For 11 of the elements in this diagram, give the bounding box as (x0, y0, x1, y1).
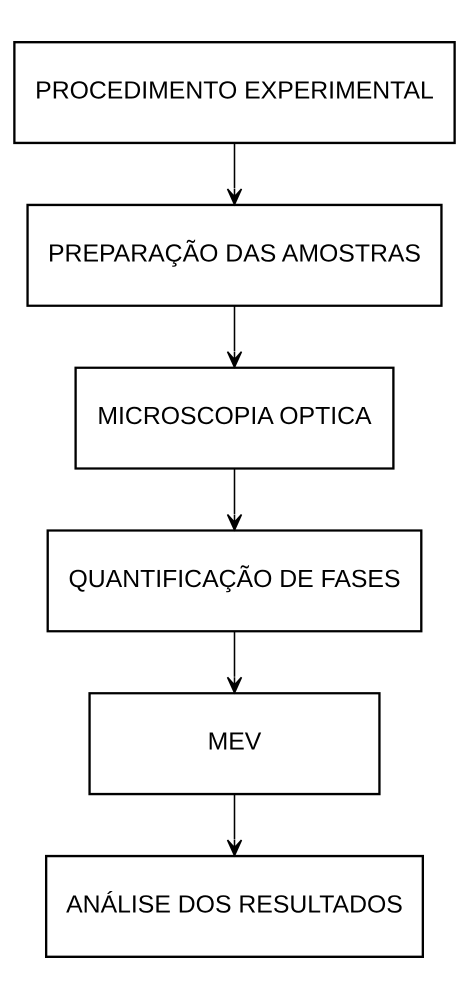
node-box: QUANTIFICAÇÃO DE FASES (46, 529, 422, 632)
arrow (226, 632, 242, 694)
arrow (226, 143, 242, 206)
arrow (226, 468, 242, 531)
node-box: PROCEDIMENTO EXPERIMENTAL (13, 41, 456, 144)
arrow (226, 794, 242, 856)
node-box: PREPARAÇÃO DAS AMOSTRAS (26, 204, 443, 307)
node-box: ANÁLISE DOS RESULTADOS (45, 854, 424, 958)
arrow (226, 306, 242, 368)
node-box: MICROSCOPIA OPTICA (74, 366, 395, 470)
node-box: MEV (88, 692, 381, 796)
